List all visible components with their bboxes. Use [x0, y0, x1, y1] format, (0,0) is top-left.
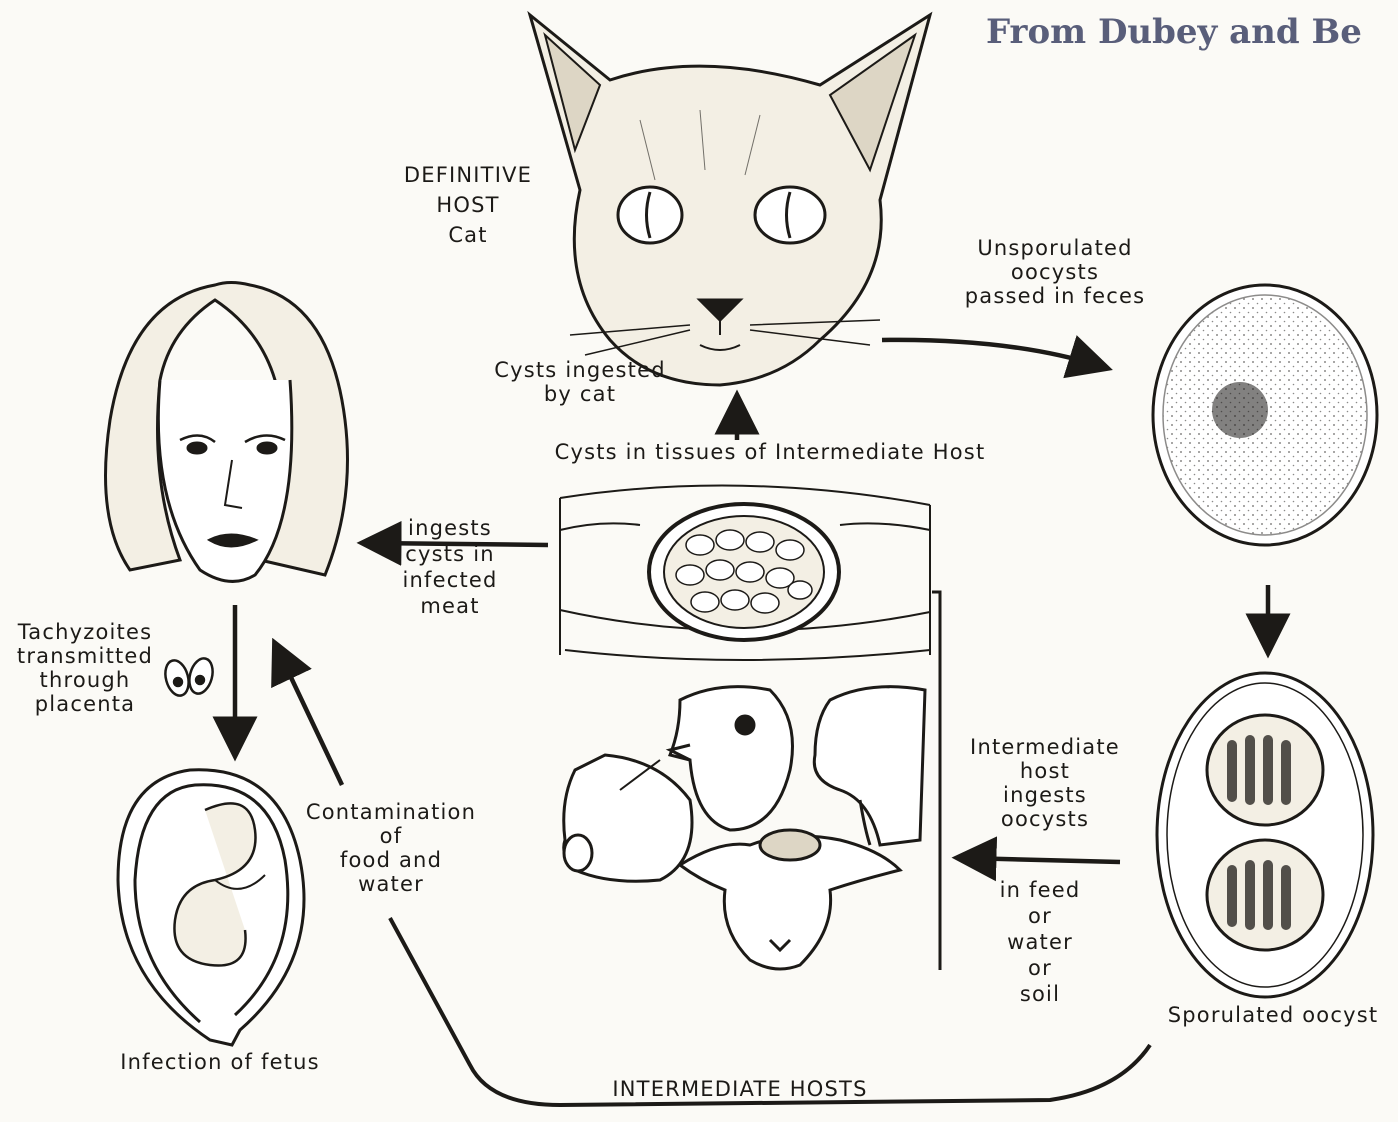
label-in-feed-water-soil: in feed or water or soil — [980, 877, 1100, 1007]
goat-icon — [814, 687, 925, 845]
sporulated-oocyst-icon — [1157, 673, 1373, 997]
label-contamination: Contamination of food and water — [296, 800, 486, 896]
unsporulated-oocyst-icon — [1153, 285, 1377, 545]
arrow-cat-to-oocyst — [882, 340, 1100, 366]
tissue-cyst-icon — [560, 486, 930, 660]
label-intermediate-host-ingests: Intermediate host ingests oocysts — [960, 735, 1130, 831]
arrow-contamination-to-human — [278, 650, 342, 785]
image-credit: From Dubey and Be — [986, 12, 1362, 52]
label-sporulated-oocyst: Sporulated oocyst — [1150, 1003, 1396, 1027]
bracket-intermediate-hosts — [932, 592, 940, 970]
fetus-in-uterus-icon — [118, 770, 304, 1045]
label-intermediate-hosts: INTERMEDIATE HOSTS — [580, 1077, 900, 1101]
label-cysts-in-tissues: Cysts in tissues of Intermediate Host — [530, 440, 1010, 464]
cat-head-icon — [530, 15, 930, 385]
sheep-icon — [680, 830, 900, 969]
label-ingests-cysts-in-meat: ingests cysts in infected meat — [390, 515, 510, 619]
label-infection-of-fetus: Infection of fetus — [100, 1050, 340, 1074]
label-unsporulated-oocysts: Unsporulated oocysts passed in feces — [940, 236, 1170, 308]
label-cysts-ingested-by-cat: Cysts ingested by cat — [470, 358, 690, 406]
pig-icon — [564, 755, 692, 881]
tachyzoites-icon — [162, 656, 217, 698]
woman-face-icon — [106, 283, 348, 582]
label-definitive-host: DEFINITIVE HOST Cat — [388, 160, 548, 250]
label-tachyzoites: Tachyzoites transmitted through placenta — [5, 620, 165, 716]
arrow-oocyst-to-intermediate-host — [965, 858, 1120, 862]
